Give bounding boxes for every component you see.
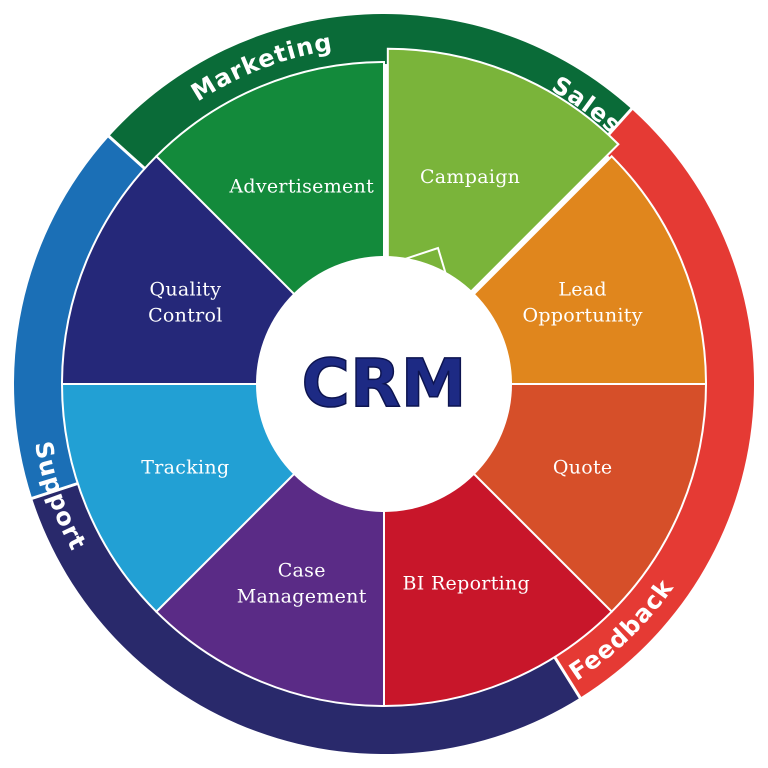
segment-label-tracking: Tracking xyxy=(141,456,229,478)
ring-divider xyxy=(552,654,583,701)
segment-label-line: Campaign xyxy=(420,166,520,188)
segment-label-quote: Quote xyxy=(553,456,613,478)
segment-label-advertisement: Advertisement xyxy=(228,175,374,197)
segment-label-line: Opportunity xyxy=(522,305,642,327)
segment-label-line: Quality xyxy=(149,279,221,301)
center-hub: CRM xyxy=(256,256,512,512)
ring-band-support xyxy=(13,136,147,499)
segment-label-line: Control xyxy=(148,305,223,327)
ring-divider xyxy=(29,481,81,501)
segment-label-bi-reporting: BI Reporting xyxy=(403,573,530,595)
segment-label-line: Lead xyxy=(558,279,607,301)
segment-label-line: Tracking xyxy=(141,456,229,478)
segment-label-line: Management xyxy=(237,586,367,608)
ring-divider xyxy=(106,133,148,171)
segment-label-line: BI Reporting xyxy=(403,573,530,595)
segment-label-line: Advertisement xyxy=(228,175,374,197)
center-label: CRM xyxy=(302,345,467,422)
segment-label-line: Case xyxy=(278,560,326,582)
ring-band-sales xyxy=(553,109,755,698)
segment-label-line: Quote xyxy=(553,456,613,478)
ring-band-marketing xyxy=(109,14,632,170)
segment-label-campaign: Campaign xyxy=(420,166,520,188)
center-circle xyxy=(256,256,512,512)
